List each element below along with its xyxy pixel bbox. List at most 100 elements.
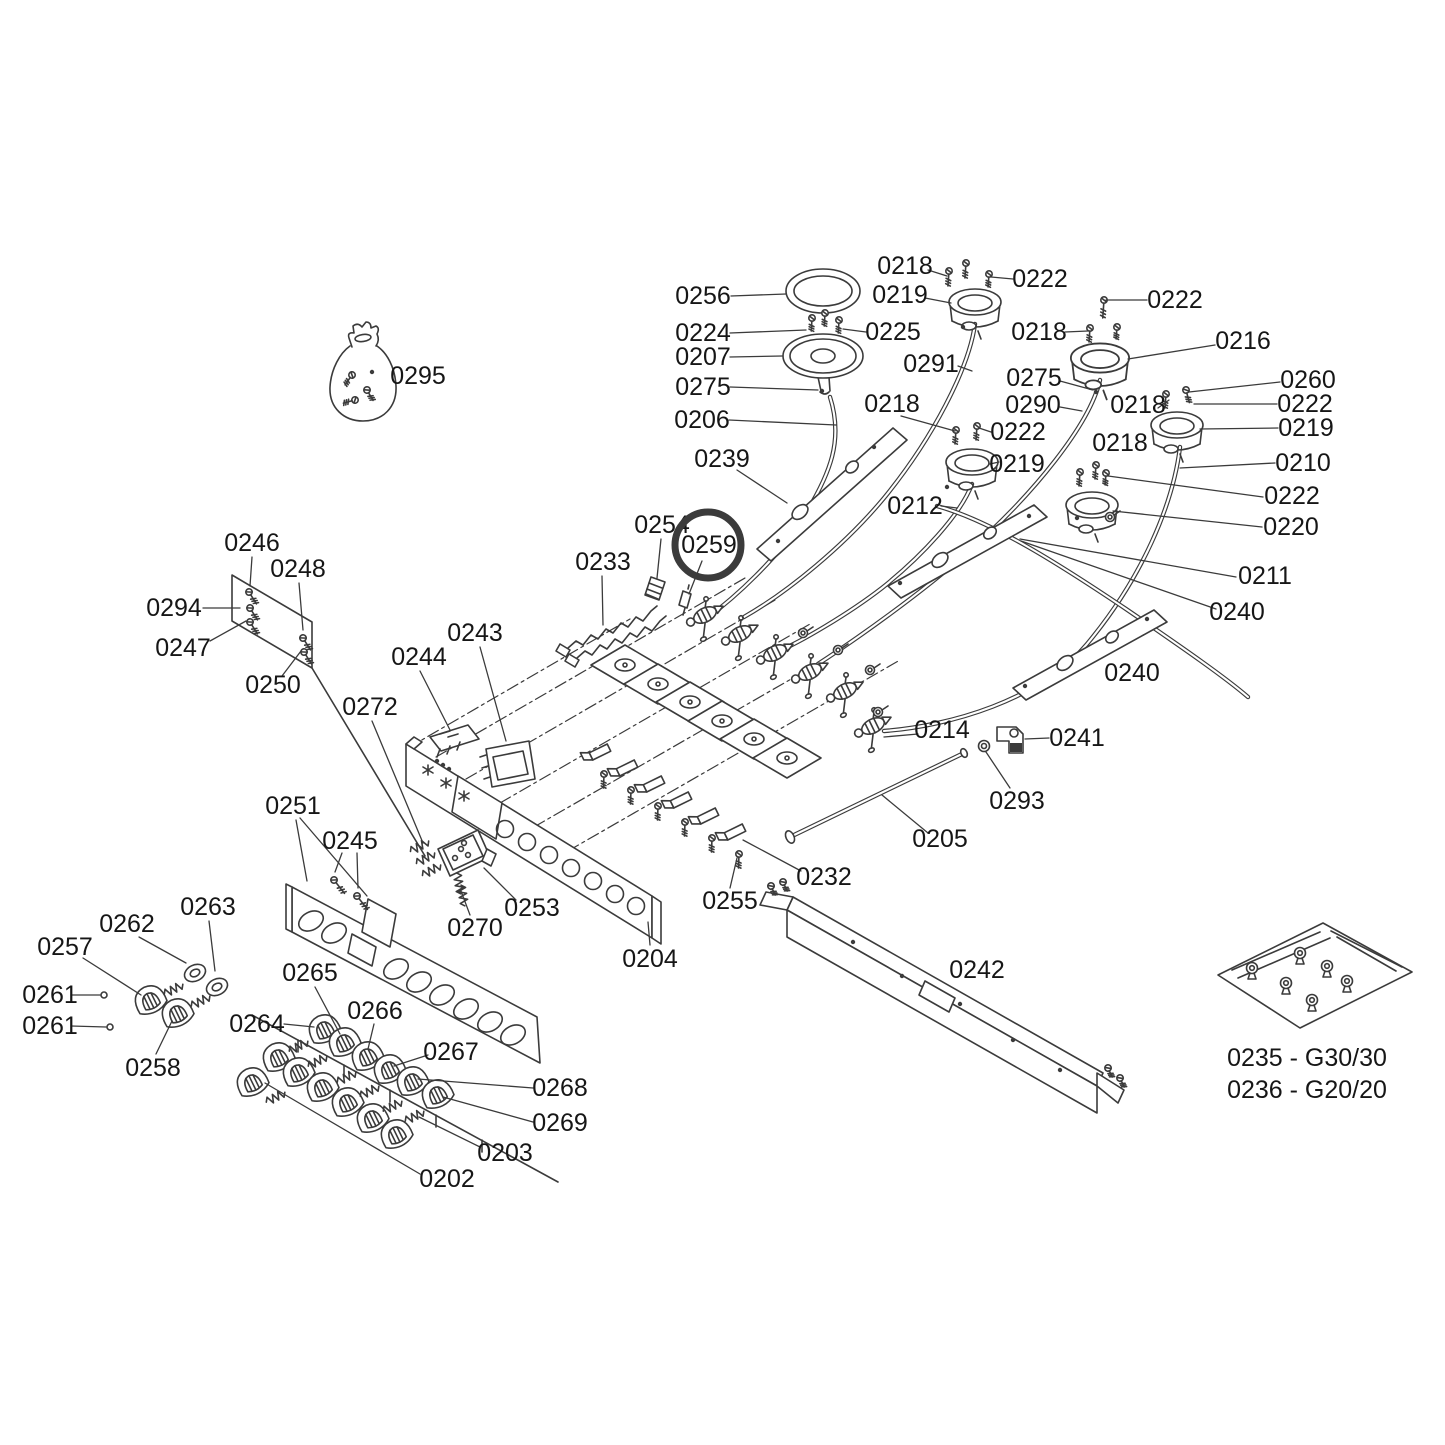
control-knob-icon <box>236 1066 270 1097</box>
leader-line <box>264 1082 421 1175</box>
leader-line <box>1188 381 1281 393</box>
ellipse-detail <box>428 984 456 1006</box>
part-label: 0203 <box>477 1139 533 1167</box>
burner-base-icon <box>752 737 822 779</box>
panel-outline <box>1096 1072 1125 1104</box>
control-knob-icon <box>356 1102 390 1133</box>
leader-lines <box>70 269 1281 1175</box>
leader-line <box>419 670 451 731</box>
injector-nozzle-icon <box>1305 993 1319 1012</box>
part-label: 0218 <box>1011 318 1067 346</box>
screw-icon <box>961 258 971 279</box>
pipe-inner <box>935 504 1250 699</box>
burner-cup-icon <box>1065 491 1119 543</box>
circle-detail <box>1009 728 1019 738</box>
highlight <box>671 508 745 582</box>
part-label: 0222 <box>990 418 1046 446</box>
ellipse-detail <box>793 275 853 307</box>
panel-outline <box>405 736 423 750</box>
part-label: 0219 <box>872 281 928 309</box>
leader-line <box>283 1023 315 1028</box>
circle-detail <box>460 839 468 847</box>
circle-detail <box>517 832 537 852</box>
spring-icon <box>415 851 436 865</box>
pipe-inner <box>742 322 977 619</box>
leader-line <box>927 269 948 277</box>
leader-line <box>656 538 662 579</box>
screw-icon <box>820 308 830 328</box>
leader-line <box>460 890 471 916</box>
leader-line <box>70 1025 107 1028</box>
screw-icon <box>342 395 360 407</box>
part-label: 0240 <box>1104 659 1160 687</box>
panel-outline <box>555 643 571 658</box>
spring-icon <box>163 982 184 996</box>
circle-detail <box>451 854 459 862</box>
screw-icon <box>1103 1063 1116 1078</box>
ellipse-detail <box>791 503 809 521</box>
part-label: 0205 <box>912 825 968 853</box>
injector-nozzle-icon <box>1340 974 1354 993</box>
gas-pipes <box>704 321 1251 840</box>
part-label: 0255 <box>702 887 758 915</box>
panel-outline <box>1217 922 1413 1029</box>
part-label: 0207 <box>675 343 731 371</box>
screw-icon <box>807 313 817 333</box>
part-label: 0247 <box>155 634 211 662</box>
leader-line <box>900 415 956 432</box>
pipe-fitting-icon <box>864 663 881 676</box>
rivet-dot <box>446 766 452 772</box>
detail-path <box>479 754 491 780</box>
ignition-wire <box>567 605 658 649</box>
screw-icon <box>299 647 315 665</box>
ellipse-detail <box>1104 630 1120 644</box>
leader-line <box>417 1078 534 1089</box>
leader-line <box>249 556 253 587</box>
part-label: 0253 <box>504 894 560 922</box>
panel-outline <box>481 848 497 867</box>
rivet-dot <box>1022 683 1028 689</box>
screw-icon <box>766 881 779 896</box>
panel-outline <box>347 933 377 967</box>
gas-valve-icon <box>685 595 724 643</box>
detail-path <box>436 730 461 758</box>
part-label: 0256 <box>675 282 731 310</box>
panel-outline <box>651 895 662 945</box>
rivet-dot <box>1074 515 1080 521</box>
leader-line <box>729 857 738 889</box>
leader-line <box>1112 510 1263 528</box>
spring-icon <box>421 863 442 877</box>
part-label: 0272 <box>342 693 398 721</box>
gas-valve-icon <box>720 614 759 662</box>
screw-icon <box>972 421 982 441</box>
screw-icon <box>245 603 261 621</box>
burner-cup-icon <box>1069 342 1131 401</box>
rivet-dot <box>1093 389 1099 395</box>
part-label: 0257 <box>37 933 93 961</box>
screw-icon <box>707 833 717 853</box>
detail-path <box>347 321 380 348</box>
highlight-circle-0259 <box>671 508 745 582</box>
screw-icon <box>778 877 791 892</box>
part-label: 0214 <box>914 716 970 744</box>
injector-nozzle-icon <box>1293 946 1307 965</box>
leader-line <box>393 1054 429 1067</box>
dash-dot-line <box>435 577 746 758</box>
spring-icon <box>336 1070 357 1084</box>
panel-outline <box>429 724 480 752</box>
leader-line <box>729 386 819 391</box>
leader-line <box>842 328 867 333</box>
ellipse-detail <box>452 998 480 1020</box>
part-label: 0220 <box>1263 513 1319 541</box>
circle-detail <box>457 845 465 853</box>
pipe-inner <box>788 751 966 839</box>
screw-icon <box>599 769 609 789</box>
leader-line <box>989 461 1000 465</box>
part-label: 0218 <box>877 252 933 280</box>
screw-icon <box>343 370 357 388</box>
part-label: 0202 <box>419 1165 475 1193</box>
leader-line <box>736 469 788 504</box>
panel-outline <box>285 883 293 933</box>
filled-detail <box>1010 743 1022 752</box>
